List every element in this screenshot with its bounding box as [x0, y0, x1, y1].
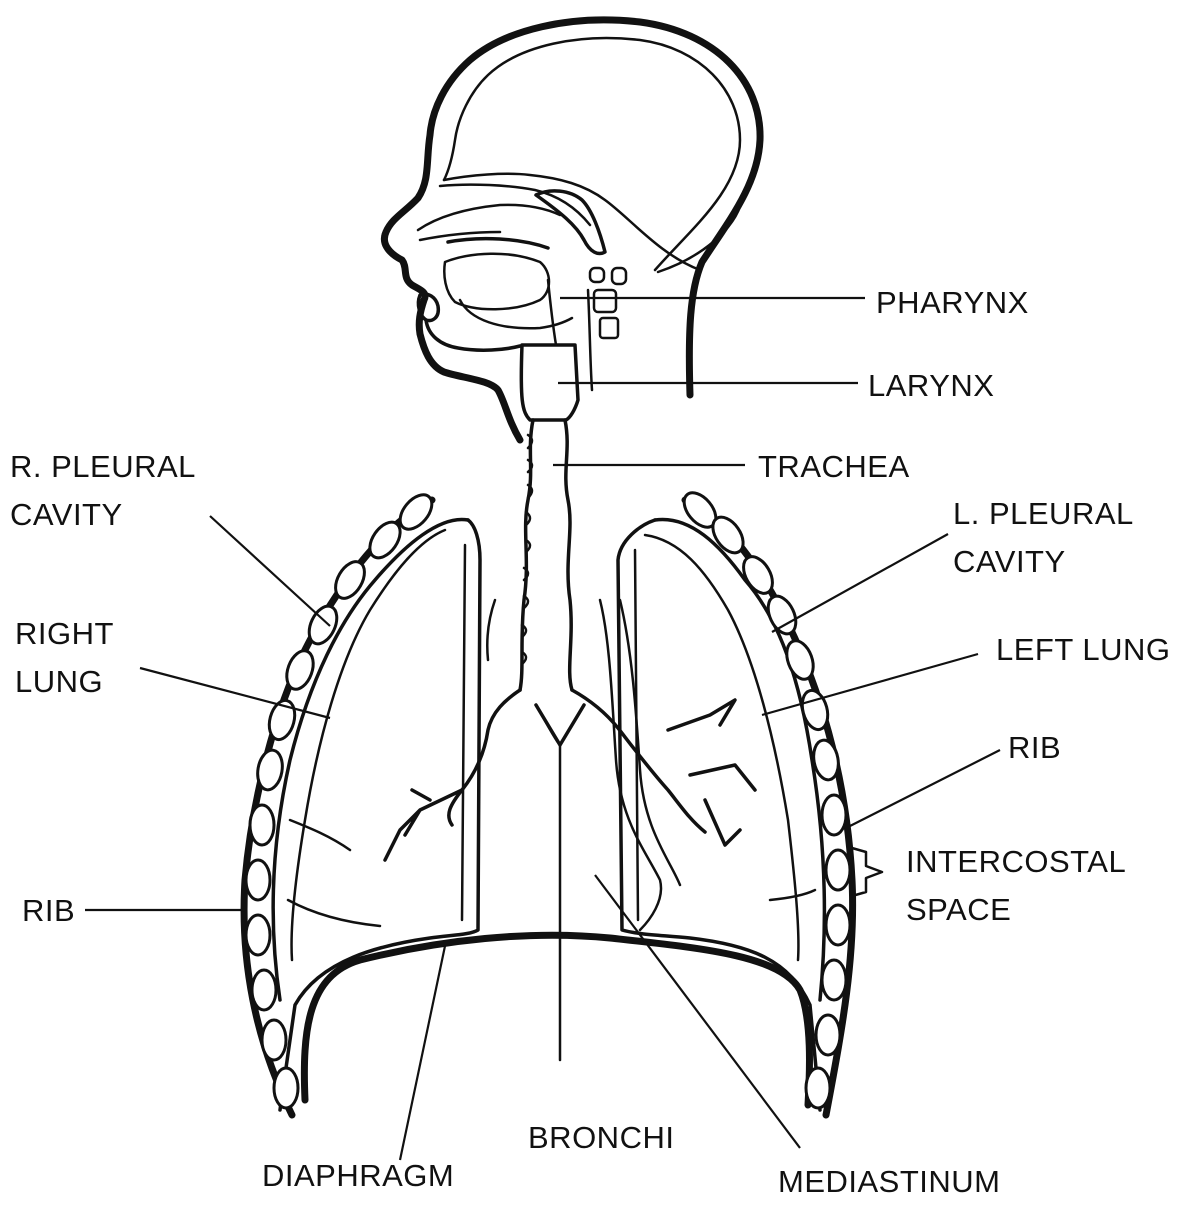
label-rib-right: RIB — [22, 887, 75, 935]
label-right-lung: RIGHT LUNG — [15, 610, 114, 706]
label-r-pleural-cavity-line1: R. PLEURAL — [10, 443, 196, 491]
head-outline — [384, 20, 760, 440]
label-rib-left: RIB — [1008, 724, 1061, 772]
label-mediastinum-text: MEDIASTINUM — [778, 1158, 1001, 1206]
label-intercostal-space: INTERCOSTAL SPACE — [906, 838, 1126, 934]
label-mediastinum: MEDIASTINUM — [778, 1158, 1001, 1206]
label-rib-left-text: RIB — [1008, 724, 1061, 772]
rib-cage — [244, 487, 882, 1115]
label-bronchi-text: BRONCHI — [528, 1114, 674, 1162]
label-diaphragm: DIAPHRAGM — [262, 1152, 454, 1200]
label-bronchi: BRONCHI — [528, 1114, 674, 1162]
label-trachea: TRACHEA — [758, 443, 910, 491]
label-left-lung-text: LEFT LUNG — [996, 626, 1170, 674]
label-larynx-text: LARYNX — [868, 362, 995, 410]
label-rib-right-text: RIB — [22, 887, 75, 935]
leader-lines — [85, 298, 1000, 1160]
cervical-vertebrae — [590, 268, 626, 338]
label-trachea-text: TRACHEA — [758, 443, 910, 491]
label-r-pleural-cavity: R. PLEURAL CAVITY — [10, 443, 196, 539]
label-l-pleural-cavity-line2: CAVITY — [953, 538, 1134, 586]
label-r-pleural-cavity-line2: CAVITY — [10, 491, 196, 539]
label-pharynx-text: PHARYNX — [876, 279, 1029, 327]
label-right-lung-line1: RIGHT — [15, 610, 114, 658]
label-pharynx: PHARYNX — [876, 279, 1029, 327]
trachea-drawing — [520, 420, 572, 690]
diaphragm-line — [304, 935, 809, 1105]
lungs-drawing — [273, 519, 824, 1110]
label-intercostal-space-line1: INTERCOSTAL — [906, 838, 1126, 886]
intercostal-bracket — [852, 848, 882, 896]
label-left-lung: LEFT LUNG — [996, 626, 1170, 674]
label-larynx: LARYNX — [868, 362, 995, 410]
bronchi-drawing — [385, 690, 755, 1060]
label-intercostal-space-line2: SPACE — [906, 886, 1126, 934]
label-l-pleural-cavity-line1: L. PLEURAL — [953, 490, 1134, 538]
label-diaphragm-text: DIAPHRAGM — [262, 1152, 454, 1200]
label-l-pleural-cavity: L. PLEURAL CAVITY — [953, 490, 1134, 586]
label-right-lung-line2: LUNG — [15, 658, 114, 706]
